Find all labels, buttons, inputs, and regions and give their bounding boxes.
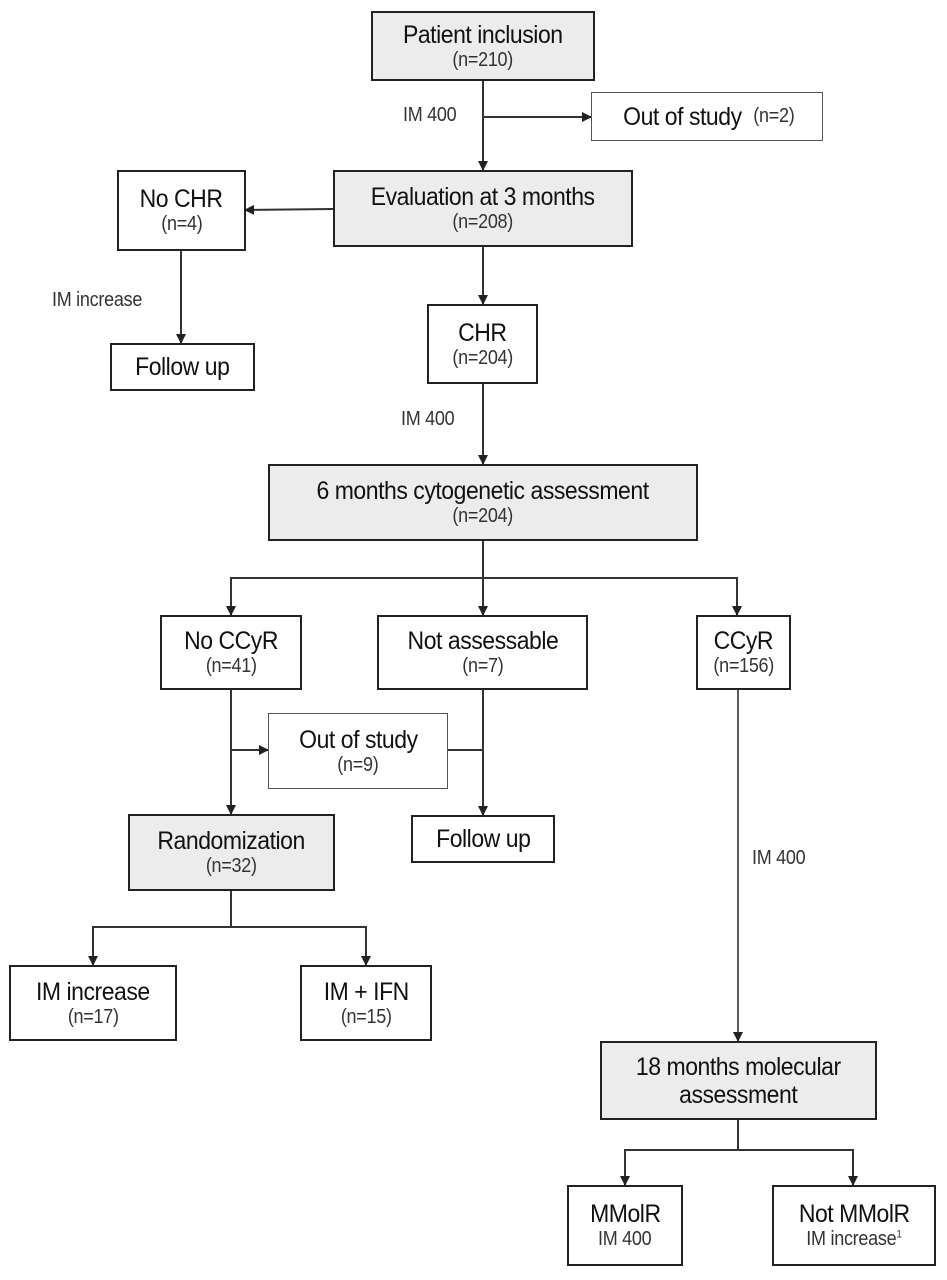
- node-count: (n=204): [452, 505, 514, 528]
- node-title: IM + IFN: [323, 977, 409, 1006]
- node-count: (n=156): [713, 655, 774, 678]
- node-mmolr: MMolR IM 400: [567, 1185, 683, 1266]
- node-title: Out of study: [622, 102, 742, 131]
- node-follow-up-2: Follow up: [411, 815, 555, 863]
- node-count: (n=4): [160, 213, 203, 236]
- node-ccyr: CCyR (n=156): [696, 615, 791, 690]
- node-im-ifn: IM + IFN (n=15): [300, 965, 432, 1041]
- node-count: (n=2): [752, 105, 794, 128]
- node-out-of-study-2: Out of study (n=9): [268, 713, 448, 789]
- node-title: MMolR: [589, 1200, 661, 1229]
- node-count: (n=210): [452, 48, 514, 71]
- footnote-mark: 1: [896, 1228, 902, 1241]
- node-randomization: Randomization (n=32): [128, 814, 335, 891]
- node-patient-inclusion: Patient inclusion (n=210): [371, 11, 595, 81]
- node-sub-wrap: IM increase1: [806, 1228, 902, 1251]
- node-not-mmolr: Not MMolR IM increase1: [772, 1185, 936, 1266]
- node-out-of-study-1: Out of study (n=2): [591, 92, 823, 141]
- node-title: Not MMolR: [798, 1200, 910, 1229]
- node-no-ccyr: No CCyR (n=41): [160, 615, 302, 690]
- node-sub: IM 400: [598, 1228, 652, 1251]
- node-title: Randomization: [157, 827, 306, 856]
- node-chr: CHR (n=204): [427, 304, 538, 384]
- node-evaluation-3-months: Evaluation at 3 months (n=208): [333, 170, 633, 247]
- node-title: IM increase: [36, 977, 150, 1006]
- node-title: Follow up: [135, 353, 230, 381]
- node-title: No CCyR: [184, 627, 278, 656]
- node-title-line1: 18 months molecular: [636, 1052, 841, 1081]
- edge-label-im400-2: IM 400: [401, 408, 455, 430]
- edge-random-branch: [92, 890, 232, 965]
- node-title: Out of study: [298, 725, 418, 754]
- node-title: CCyR: [713, 627, 774, 656]
- node-sub: IM increase: [806, 1228, 897, 1251]
- node-title: Patient inclusion: [403, 20, 563, 49]
- edge-6m-branch-bar: [230, 577, 738, 615]
- node-not-assessable: Not assessable (n=7): [377, 615, 588, 690]
- node-count: (n=17): [67, 1005, 119, 1028]
- node-title: Evaluation at 3 months: [371, 183, 595, 212]
- edge-label-im400-3: IM 400: [752, 847, 806, 869]
- node-count: (n=32): [206, 855, 257, 878]
- edge-label-im400-1: IM 400: [403, 104, 457, 126]
- node-count: (n=9): [337, 753, 379, 776]
- node-count: (n=7): [461, 655, 504, 678]
- node-count: (n=204): [452, 346, 513, 369]
- node-title: CHR: [458, 318, 507, 347]
- node-title: No CHR: [140, 185, 223, 214]
- node-im-increase: IM increase (n=17): [9, 965, 177, 1041]
- node-count: (n=15): [340, 1005, 392, 1028]
- node-title: 6 months cytogenetic assessment: [316, 477, 650, 506]
- node-title: Not assessable: [407, 627, 558, 656]
- node-18-months-molecular: 18 months molecular assessment: [600, 1041, 877, 1120]
- node-title-line2: assessment: [679, 1080, 798, 1109]
- edge-label-im-increase: IM increase: [52, 289, 143, 311]
- node-follow-up-1: Follow up: [110, 343, 255, 391]
- node-6-months-cytogenetic: 6 months cytogenetic assessment (n=204): [268, 464, 698, 541]
- node-count: (n=41): [205, 655, 257, 678]
- edge-18m-branch: [624, 1119, 739, 1185]
- edge-eval-nochr: [244, 204, 334, 215]
- node-no-chr: No CHR (n=4): [117, 170, 246, 251]
- node-title: Follow up: [435, 825, 531, 853]
- node-count: (n=208): [452, 211, 514, 234]
